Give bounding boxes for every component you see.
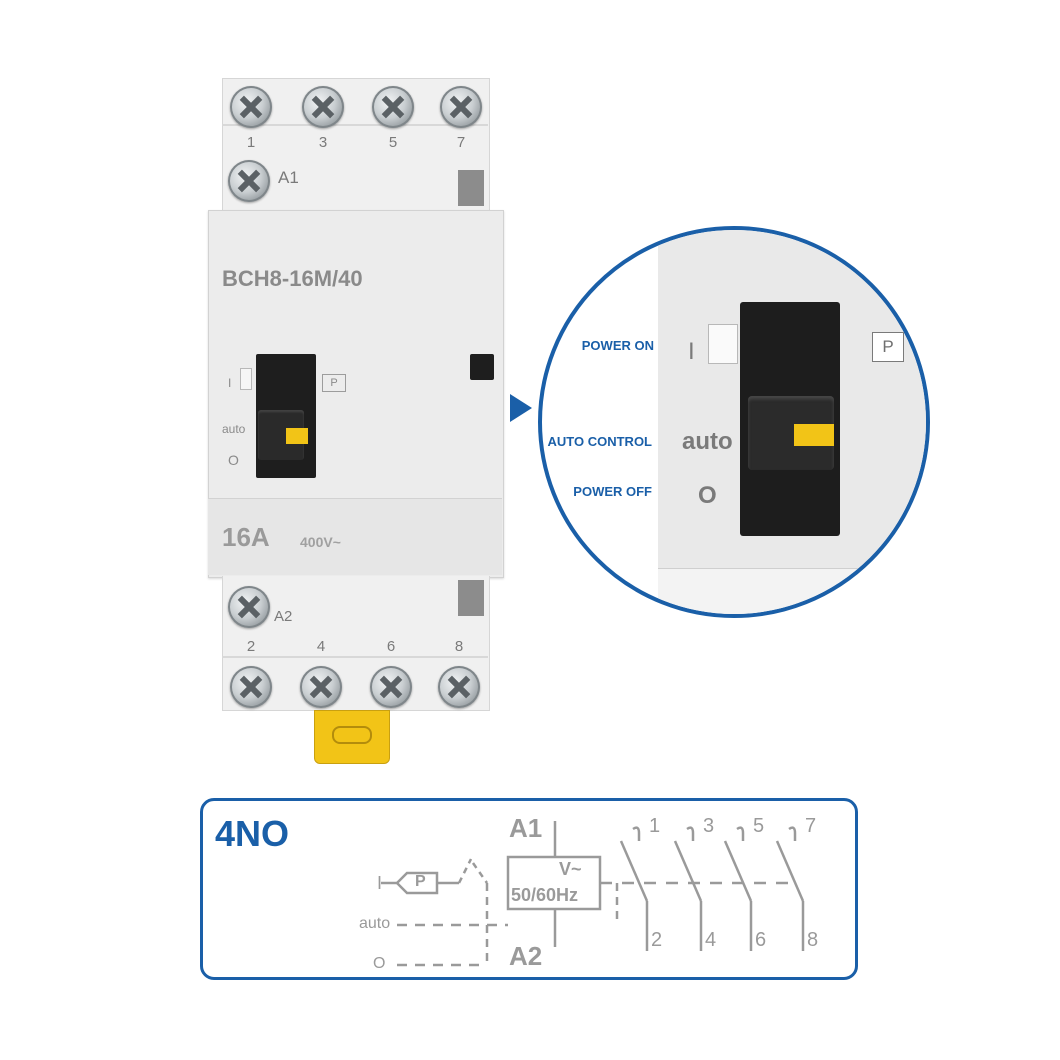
diagram-switch-i: I	[377, 873, 383, 893]
screw-icon[interactable]	[370, 666, 412, 708]
screw-icon[interactable]	[230, 666, 272, 708]
p-tag-icon: P	[322, 374, 346, 392]
screw-icon[interactable]	[440, 86, 482, 128]
contact-label-3: 3	[703, 815, 715, 837]
callout-mark-o: O	[698, 482, 717, 509]
contact-label-5: 5	[753, 815, 765, 837]
terminal-2: 2	[246, 638, 256, 655]
side-button[interactable]	[470, 354, 494, 380]
wiring-diagram-panel: 4NO	[200, 798, 858, 980]
diagram-switch-p: P	[415, 873, 426, 890]
bottom-strip	[222, 656, 488, 658]
screw-icon[interactable]	[302, 86, 344, 128]
screw-icon[interactable]	[230, 86, 272, 128]
terminal-3: 3	[318, 134, 328, 151]
label-power-on: POWER ON	[581, 338, 654, 353]
diagram-switch-auto: auto	[359, 915, 391, 932]
yellow-indicator	[286, 428, 308, 444]
din-rail-clip[interactable]	[314, 710, 390, 764]
switch-label-o: O	[228, 452, 239, 468]
screw-icon[interactable]	[438, 666, 480, 708]
rating-band	[208, 498, 502, 575]
label-power-off: POWER OFF	[573, 484, 652, 499]
diagram-switch-o: O	[373, 955, 386, 972]
rating-voltage: 400V~	[300, 534, 341, 550]
screw-icon[interactable]	[300, 666, 342, 708]
terminal-6: 6	[386, 638, 396, 655]
rating-current: 16A	[222, 522, 270, 552]
terminal-4: 4	[316, 638, 326, 655]
diagram-coil-freq: 50/60Hz	[511, 885, 579, 905]
arrow-pointer-icon	[510, 394, 532, 422]
coil-label-a2: A2	[274, 608, 293, 625]
indicator-window	[458, 170, 484, 206]
diagram-coil-a1: A1	[509, 813, 543, 843]
model-label: BCH8-16M/40	[222, 266, 363, 291]
diagram-coil-a2: A2	[509, 941, 543, 971]
switch-label-auto: auto	[222, 422, 246, 436]
contactor-device: 1 3 5 7 A1 BCH8-16M/40 I auto O P 16A 40…	[208, 78, 504, 764]
callout-yellow-indicator	[794, 424, 834, 446]
contact-label-8: 8	[807, 929, 819, 951]
contact-label-2: 2	[651, 929, 663, 951]
contact-label-6: 6	[755, 929, 767, 951]
coil-screw-icon[interactable]	[228, 586, 270, 628]
label-auto-control: AUTO CONTROL	[547, 434, 652, 449]
diagram-coil-v: V~	[559, 859, 582, 879]
callout-mark-auto: auto	[682, 428, 733, 455]
screw-icon[interactable]	[372, 86, 414, 128]
callout-device-edge	[658, 568, 926, 614]
zoom-callout: P I auto O	[538, 226, 930, 618]
contact-label-7: 7	[805, 815, 817, 837]
switch-window	[240, 368, 252, 390]
switch-label-i: I	[228, 376, 232, 390]
coil-screw-icon[interactable]	[228, 160, 270, 202]
terminal-1: 1	[246, 134, 256, 151]
callout-mark-i: I	[688, 338, 695, 365]
terminal-8: 8	[454, 638, 464, 655]
contact-label-4: 4	[705, 929, 717, 951]
diagram-title: 4NO	[215, 813, 290, 854]
terminal-5: 5	[388, 134, 398, 151]
indicator-window	[458, 580, 484, 616]
callout-window	[708, 324, 738, 364]
top-strip	[222, 124, 488, 126]
contact-label-1: 1	[649, 815, 661, 837]
terminal-7: 7	[456, 134, 466, 151]
wiring-schematic	[381, 821, 805, 967]
clip-slot	[332, 726, 372, 744]
callout-p-tag-icon: P	[872, 332, 904, 362]
coil-label-a1: A1	[278, 168, 299, 187]
